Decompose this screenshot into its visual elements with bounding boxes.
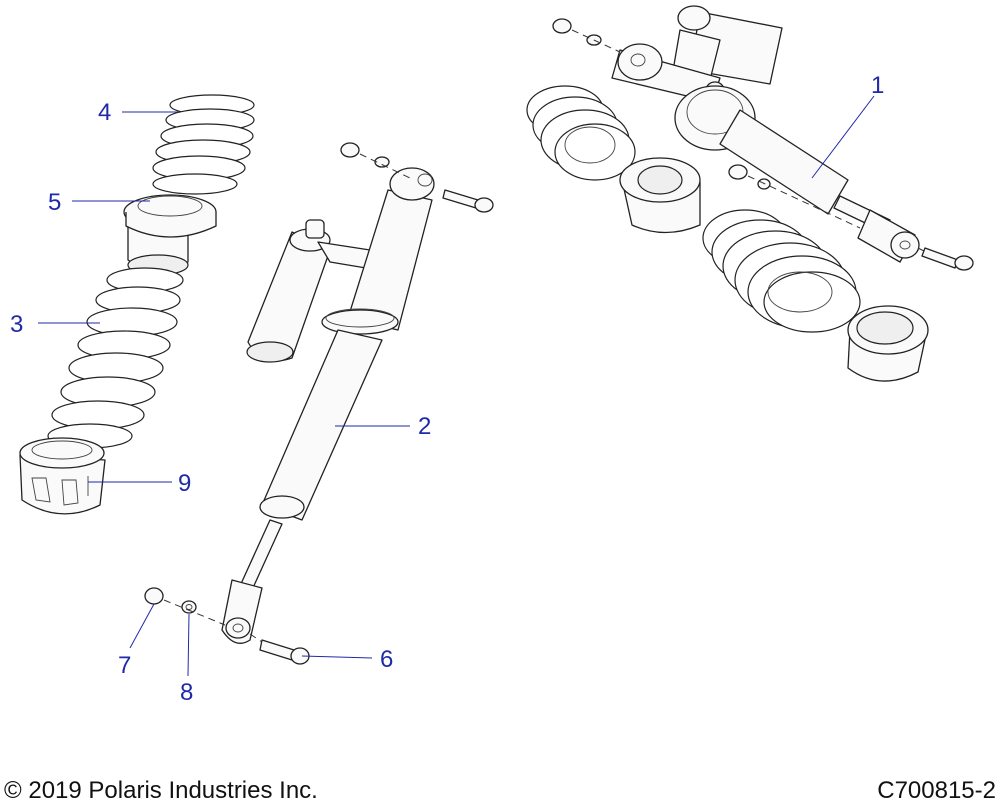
callout-6: 6 [380, 646, 393, 673]
right-main-spring [702, 209, 861, 333]
main-spring [47, 267, 184, 449]
right-upper-hardware [552, 18, 621, 53]
right-upper-spring [526, 85, 636, 181]
leader-lines [38, 95, 875, 677]
center-shock-absorber [221, 167, 435, 644]
callout-5: 5 [48, 189, 61, 216]
drawing-number: C700815-2 [877, 777, 996, 804]
spring-divider [123, 194, 217, 276]
callout-2: 2 [418, 413, 431, 440]
callouts: 1 2 3 4 5 6 7 8 9 [10, 72, 884, 706]
callout-3: 3 [10, 311, 23, 338]
upper-spring [152, 94, 255, 195]
right-shock-assembly [611, 5, 920, 263]
callout-4: 4 [98, 99, 111, 126]
right-lower-hardware [728, 164, 974, 271]
callout-8: 8 [180, 679, 193, 706]
callout-1: 1 [871, 72, 884, 99]
center-upper-hardware [340, 142, 494, 213]
right-spring-divider [619, 157, 701, 234]
lower-spring-seat [19, 437, 106, 515]
copyright-notice: © 2019 Polaris Industries Inc. [4, 777, 318, 804]
center-lower-hardware [144, 587, 310, 665]
callout-9: 9 [178, 470, 191, 497]
right-lower-spring-seat [847, 305, 929, 382]
callout-7: 7 [118, 652, 131, 679]
